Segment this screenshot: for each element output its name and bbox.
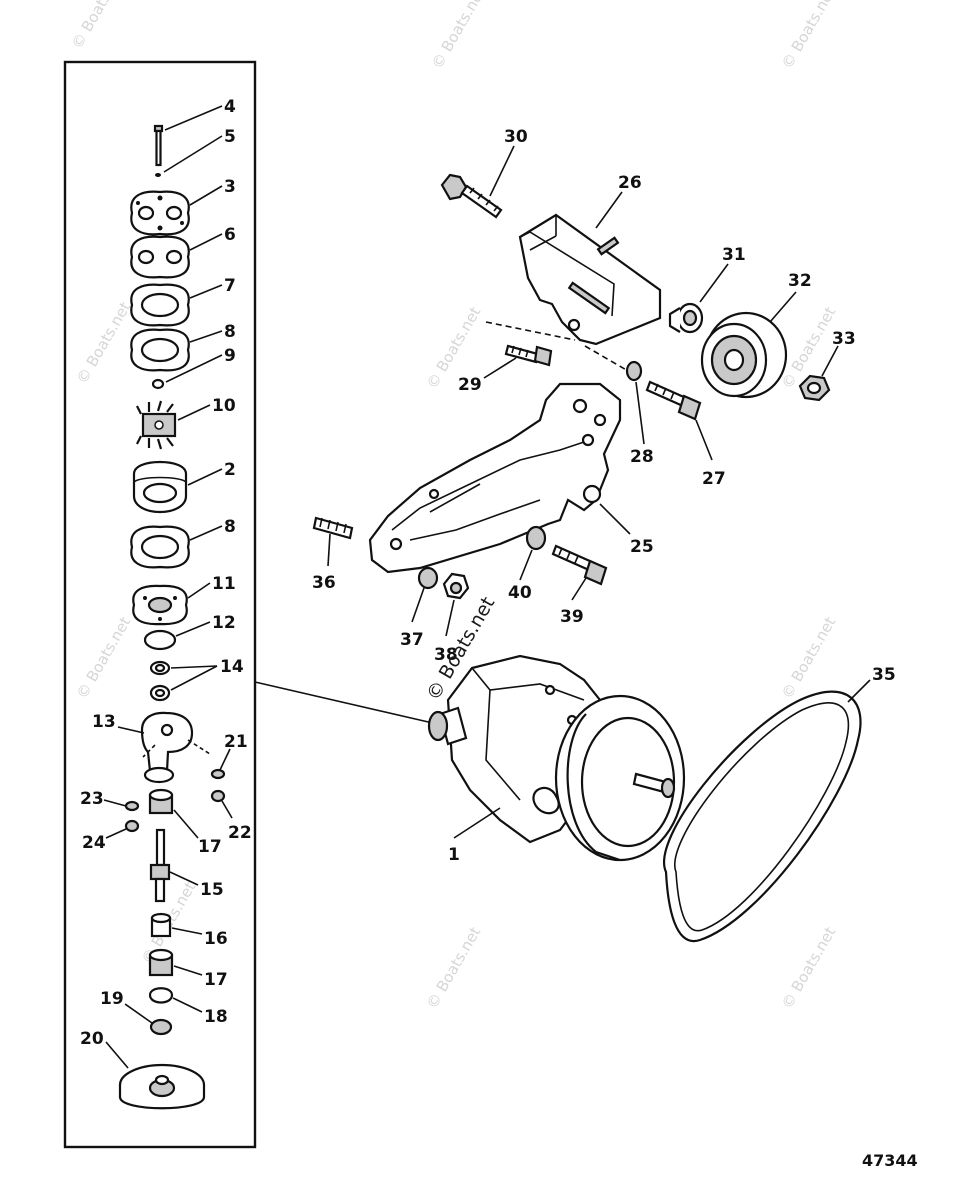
callout-23: 23 xyxy=(80,789,104,809)
callout-18: 18 xyxy=(204,1007,228,1027)
inset-parts xyxy=(118,124,226,1110)
wear-plate-part-11 xyxy=(132,584,188,626)
fitting-part-21 xyxy=(210,768,226,780)
wear-plate-part-7 xyxy=(130,283,190,327)
callout-5: 5 xyxy=(224,127,236,147)
watermark-text: © Boats.net xyxy=(73,299,134,387)
inset-frame xyxy=(63,60,257,1149)
callout-25: 25 xyxy=(630,537,654,557)
bolt-part-27 xyxy=(645,380,702,421)
idler-pulley-part-32 xyxy=(700,311,788,399)
inset-to-pump-leader xyxy=(254,681,438,725)
snap-ring-part-18 xyxy=(148,987,174,1004)
callout-33: 33 xyxy=(832,329,856,349)
callout-11: 11 xyxy=(212,574,236,594)
watermark-text: © Boats.net xyxy=(778,0,839,72)
bolt-part-29 xyxy=(504,344,553,367)
callout-16: 16 xyxy=(204,929,228,949)
callout-21: 21 xyxy=(224,732,248,752)
callout-40: 40 xyxy=(508,583,532,603)
fitting-part-23 xyxy=(124,800,140,812)
watermark-text: © Boats.net xyxy=(423,924,484,1012)
bearing-part-17-lower xyxy=(148,948,174,977)
callout-14: 14 xyxy=(220,657,244,677)
pump-housing-part-13 xyxy=(140,711,211,784)
seal-part-14 xyxy=(149,660,171,702)
callout-15: 15 xyxy=(200,880,224,900)
impeller-part-10 xyxy=(136,400,177,450)
ball-part-9 xyxy=(151,378,165,390)
nut-part-38 xyxy=(442,572,470,600)
callout-13: 13 xyxy=(92,712,116,732)
callout-30: 30 xyxy=(504,127,528,147)
inset-callouts: 4 5 3 6 7 8 9 10 2 8 11 12 14 13 21 23 2… xyxy=(80,97,252,1069)
fitting-part-24 xyxy=(124,819,140,833)
watermark-text: © Boats.net xyxy=(68,0,129,52)
callout-17-upper: 17 xyxy=(198,837,222,857)
callout-26: 26 xyxy=(618,173,642,193)
mounting-bracket-part-25 xyxy=(368,382,622,574)
callout-39: 39 xyxy=(560,607,584,627)
callout-6: 6 xyxy=(224,225,236,245)
main-parts xyxy=(312,173,862,943)
washer-part-28 xyxy=(625,360,643,382)
callout-38: 38 xyxy=(434,645,458,665)
end-plate-part-3 xyxy=(130,190,190,236)
callout-20: 20 xyxy=(80,1029,104,1049)
callout-8-lower: 8 xyxy=(224,517,236,537)
callout-9: 9 xyxy=(224,346,236,366)
callout-3: 3 xyxy=(224,177,236,197)
screw-part-4 xyxy=(153,124,164,167)
callout-22: 22 xyxy=(228,823,252,843)
gasket-part-8-lower xyxy=(130,525,190,569)
callout-10: 10 xyxy=(212,396,236,416)
bolt-part-30 xyxy=(440,173,503,219)
spacer-part-31 xyxy=(668,302,704,334)
callout-27: 27 xyxy=(702,469,726,489)
washer-part-40 xyxy=(525,525,547,551)
fitting-part-22 xyxy=(210,789,226,803)
figure-number: 47344 xyxy=(862,1151,918,1170)
callout-32: 32 xyxy=(788,271,812,291)
watermark-text: © Boats.net xyxy=(73,614,134,702)
callout-7: 7 xyxy=(224,276,236,296)
callout-36: 36 xyxy=(312,573,336,593)
callout-4: 4 xyxy=(224,97,236,117)
callout-17-lower: 17 xyxy=(204,970,228,990)
watermark-text: © Boats.net xyxy=(428,0,489,72)
callout-31: 31 xyxy=(722,245,746,265)
tensioner-bracket-part-26 xyxy=(485,213,662,373)
callout-8-upper: 8 xyxy=(224,322,236,342)
bearing-part-17-upper xyxy=(148,788,174,815)
callout-28: 28 xyxy=(630,447,654,467)
watermark-text: © Boats.net xyxy=(778,924,839,1012)
washer-part-5 xyxy=(155,173,161,177)
callout-1: 1 xyxy=(448,845,460,865)
callout-24: 24 xyxy=(82,833,106,853)
bearing-part-16 xyxy=(150,912,172,938)
main-callouts: 30 26 31 32 33 29 28 27 25 36 40 39 37 3… xyxy=(312,127,896,865)
bolt-part-39 xyxy=(551,544,608,586)
gasket-part-8-upper xyxy=(130,328,190,372)
impeller-housing-part-2 xyxy=(132,460,188,514)
seawater-pump-part-1 xyxy=(427,654,686,862)
callout-35: 35 xyxy=(872,665,896,685)
shaft-part-15 xyxy=(149,828,171,903)
callout-2: 2 xyxy=(224,460,236,480)
o-ring-part-12 xyxy=(143,629,177,651)
callout-37: 37 xyxy=(400,630,424,650)
watermark-text: © Boats.net xyxy=(778,614,839,702)
callout-19: 19 xyxy=(100,989,124,1009)
gasket-part-6 xyxy=(130,235,190,279)
callout-29: 29 xyxy=(458,375,482,395)
callout-12: 12 xyxy=(212,613,236,633)
pulley-part-20 xyxy=(118,1063,206,1110)
washer-part-37 xyxy=(417,566,439,590)
washer-part-19 xyxy=(149,1018,173,1036)
nut-part-33 xyxy=(798,374,831,402)
drive-belt-part-35 xyxy=(663,690,862,943)
stud-part-36 xyxy=(312,516,354,540)
